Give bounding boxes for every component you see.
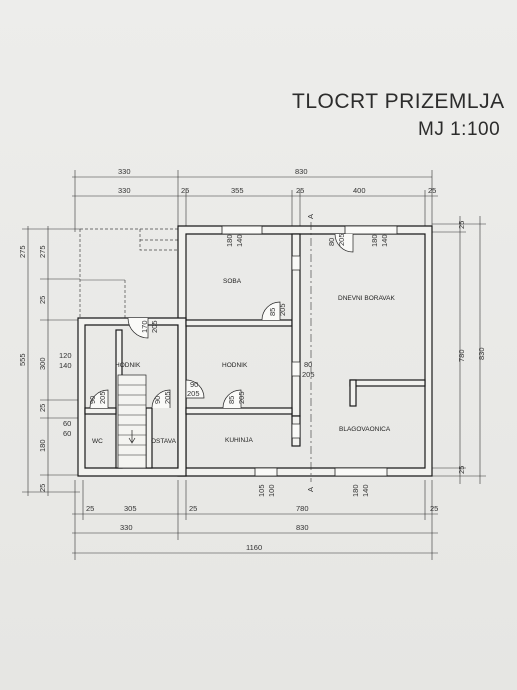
- opening-boravak-window-b: 140: [380, 234, 389, 247]
- opening-hall-to-boravak-a: 80: [304, 360, 312, 369]
- opening-kuhinja-door-b: 205: [237, 391, 246, 404]
- stairs: [117, 374, 147, 469]
- opening-hall-to-boravak-b: 205: [302, 370, 315, 379]
- dim-left-col2-d: 25: [38, 404, 47, 412]
- dim-left-outer: 555: [18, 353, 27, 366]
- opening-kuhinja-window-b: 100: [267, 484, 276, 497]
- opening-labels: 180 140 80 205 180 140 85 205 170 205 80…: [88, 233, 389, 497]
- plan-scale: MJ 1:100: [418, 119, 501, 140]
- dim-bottom-row1-e: 25: [430, 504, 438, 513]
- opening-entry-door-b: 205: [150, 320, 159, 333]
- dim-left-col2-b: 25: [38, 296, 47, 304]
- dim-top-row2-b: 25: [181, 186, 189, 195]
- opening-wc-door-a: 90: [88, 396, 97, 404]
- dim-left-note-c: 60: [63, 419, 71, 428]
- dim-top-row2-d: 25: [296, 186, 304, 195]
- top-dimension-lines: [72, 170, 438, 232]
- dim-bottom-row1-a: 25: [86, 504, 94, 513]
- opening-hodnik-door-b: 205: [187, 389, 200, 398]
- room-blagovaonica: BLAGOVAONICA: [339, 426, 391, 433]
- terrace-outline: [79, 228, 178, 320]
- dim-left-note-b: 140: [59, 361, 72, 370]
- opening-boravak-door-a: 80: [327, 238, 336, 246]
- opening-soba-door-a: 85: [268, 308, 277, 316]
- room-kuhinja: KUHINJA: [225, 437, 253, 444]
- section-mark-bottom: A: [306, 487, 315, 492]
- room-dnevni-boravak: DNEVNI BORAVAK: [338, 295, 395, 302]
- dim-top-row2-f: 25: [428, 186, 436, 195]
- plan-title: TLOCRT PRIZEMLJA: [292, 90, 505, 113]
- opening-hodnik-door-a: 90: [190, 380, 198, 389]
- room-soba: SOBA: [223, 278, 242, 285]
- dim-bottom-row2-a: 330: [120, 523, 133, 532]
- dim-left-note-d: 60: [63, 429, 71, 438]
- dim-left-note-a: 120: [59, 351, 72, 360]
- room-ostava: OSTAVA: [151, 438, 177, 445]
- dim-bottom-row2-b: 830: [296, 523, 309, 532]
- opening-boravak-door-b: 205: [337, 233, 346, 246]
- opening-entry-door-a: 170: [140, 320, 149, 333]
- room-wc: WC: [92, 438, 103, 445]
- section-line: A A: [306, 214, 315, 492]
- opening-blagovaonica-window-b: 140: [361, 484, 370, 497]
- section-mark-top: A: [306, 214, 315, 219]
- dim-top-row2-a: 330: [118, 186, 131, 195]
- dim-top-row1-left: 330: [118, 167, 131, 176]
- windows: [221, 225, 398, 477]
- opening-wc-door-b: 205: [98, 391, 107, 404]
- dim-right-col1-b: 780: [457, 349, 466, 362]
- opening-kuhinja-window-a: 105: [257, 484, 266, 497]
- bottom-dimension-texts: 25 305 25 780 25 330 830 1160: [86, 504, 438, 552]
- bottom-dimension-lines: [72, 480, 438, 560]
- dim-top-row2-e: 400: [353, 186, 366, 195]
- opening-soba-door-b: 205: [278, 303, 287, 316]
- top-dimension-texts: 330 830 330 25 355 25 400 25: [118, 167, 436, 195]
- dim-top-row1-right: 830: [295, 167, 308, 176]
- dim-bottom-row1-b: 305: [124, 504, 137, 513]
- dim-right-col1-a: 25: [457, 221, 466, 229]
- dim-left-col2-f: 25: [38, 484, 47, 492]
- left-dimension-texts: 555 275 275 25 300 25 180 25 120 140 60 …: [18, 245, 72, 492]
- room-labels: SOBA DNEVNI BORAVAK HODNIK HODNIK KUHINJ…: [92, 278, 395, 445]
- dim-left-col2-a: 275: [38, 245, 47, 258]
- room-hodnik-entry: HODNIK: [115, 362, 141, 369]
- opening-soba-window-a: 180: [225, 234, 234, 247]
- opening-ostava-door-b: 205: [163, 391, 172, 404]
- right-dimension-texts: 25 780 25 830: [457, 221, 486, 474]
- dim-bottom-row1-c: 25: [189, 504, 197, 513]
- dim-left-col2-e: 180: [38, 439, 47, 452]
- opening-blagovaonica-window-a: 180: [351, 484, 360, 497]
- opening-boravak-window-a: 180: [370, 234, 379, 247]
- doors: [89, 233, 354, 409]
- dim-top-row2-c: 355: [231, 186, 244, 195]
- dim-left-col1-a: 275: [18, 245, 27, 258]
- opening-soba-window-b: 140: [235, 234, 244, 247]
- room-hodnik-main: HODNIK: [222, 362, 248, 369]
- dim-bottom-row1-d: 780: [296, 504, 309, 513]
- opening-kuhinja-door-a: 85: [227, 396, 236, 404]
- dim-right-col1-c: 25: [457, 466, 466, 474]
- dim-left-col2-c: 300: [38, 357, 47, 370]
- dim-bottom-total: 1160: [246, 543, 262, 552]
- right-dimension-lines: [432, 216, 486, 484]
- opening-ostava-door-a: 90: [153, 396, 162, 404]
- dim-right-total: 830: [477, 347, 486, 360]
- left-dimension-lines: [22, 226, 80, 496]
